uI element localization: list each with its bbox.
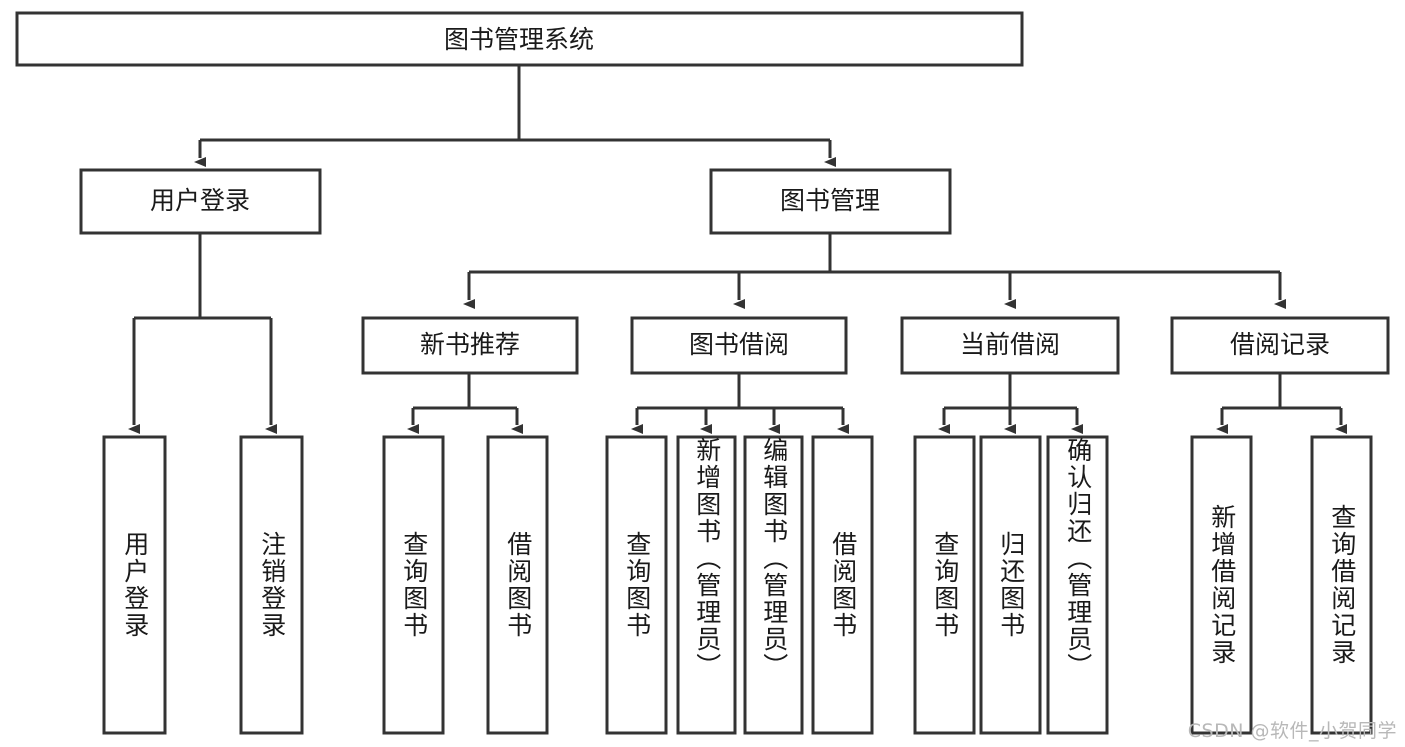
leaf-box-current-borrow-0[interactable] <box>913 435 976 735</box>
node-borrow-record[interactable]: 借阅记录 <box>1170 316 1390 375</box>
node-root-label: 图书管理系统 <box>444 25 594 54</box>
node-user-login[interactable]: 用户登录 <box>79 168 322 235</box>
connector-root-to-level2 <box>194 65 836 167</box>
leaf-box-user-login-1[interactable] <box>239 435 304 735</box>
leaf-box-user-login-0[interactable] <box>102 435 167 735</box>
node-book-manage-label: 图书管理 <box>780 186 880 215</box>
connector-current-borrow-to-leaves <box>938 373 1083 434</box>
leaf-box-borrow-record-1[interactable] <box>1310 435 1373 735</box>
node-borrow-record-label: 借阅记录 <box>1230 330 1330 359</box>
leaf-box-book-borrow-0[interactable] <box>605 435 668 735</box>
node-root[interactable]: 图书管理系统 <box>15 11 1024 67</box>
leaf-box-new-book-0[interactable] <box>382 435 445 735</box>
node-user-login-label: 用户登录 <box>150 186 250 215</box>
leaf-box-current-borrow-2[interactable] <box>1046 435 1109 735</box>
leaf-box-book-borrow-2[interactable] <box>743 435 804 735</box>
leaf-box-new-book-1[interactable] <box>486 435 549 735</box>
node-book-borrow-label: 图书借阅 <box>689 330 789 359</box>
node-new-book-recommend-label: 新书推荐 <box>420 330 520 359</box>
node-current-borrow-label: 当前借阅 <box>960 330 1060 359</box>
connector-borrow-record-to-leaves <box>1216 373 1347 434</box>
node-current-borrow[interactable]: 当前借阅 <box>900 316 1120 375</box>
node-new-book-recommend[interactable]: 新书推荐 <box>361 316 579 375</box>
leaf-box-current-borrow-1[interactable] <box>979 435 1042 735</box>
watermark-text: CSDN @软件_小贺同学 <box>1187 720 1397 742</box>
node-book-manage[interactable]: 图书管理 <box>709 168 952 235</box>
connector-new-book-to-leaves <box>407 373 523 434</box>
connector-user-login-to-leaves <box>128 233 277 434</box>
connector-book-borrow-to-leaves <box>631 373 849 434</box>
leaf-box-book-borrow-3[interactable] <box>811 435 874 735</box>
leaf-box-borrow-record-0[interactable] <box>1190 435 1253 735</box>
connector-book-manage-to-level3 <box>463 233 1286 309</box>
node-book-borrow[interactable]: 图书借阅 <box>630 316 848 375</box>
leaf-box-book-borrow-1[interactable] <box>676 435 737 735</box>
